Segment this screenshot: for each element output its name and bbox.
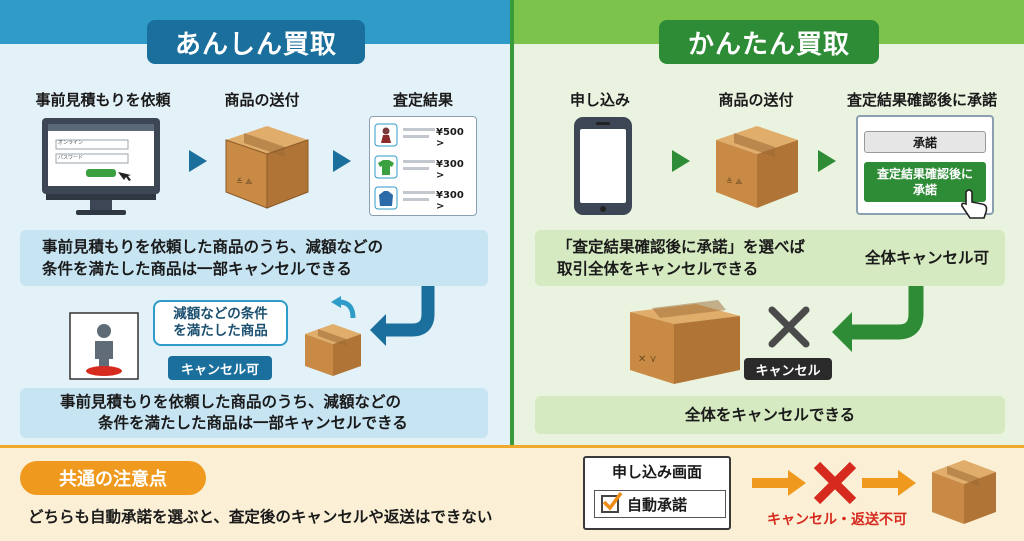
step-arrow-icon — [818, 150, 836, 172]
step-arrow-icon — [672, 150, 690, 172]
full-cancel-label: 全体キャンセル可 — [864, 249, 989, 267]
result-row: ¥300 > — [373, 185, 473, 212]
full-cancel-note: 「査定結果確認後に承諾」を選べば 取引全体をキャンセルできる 全体キャンセル可 — [535, 230, 1005, 286]
note-line: 条件を満たした商品は一部キャンセルできる — [42, 260, 352, 278]
partial-cancel-note: 事前見積もりを依頼した商品のうち、減額などの 条件を満たした商品は一部キャンセル… — [20, 230, 488, 286]
step-label-ship: 商品の送付 — [224, 91, 300, 109]
step-label-result: 査定結果 — [392, 91, 453, 109]
panel-divider — [510, 0, 514, 445]
step-arrow-icon — [333, 150, 351, 172]
step-label-ship: 商品の送付 — [718, 91, 794, 109]
result-price: ¥500 > — [436, 127, 464, 149]
note-line: 条件を満たした商品は一部キャンセルできる — [98, 414, 408, 432]
svg-text:✕ ⋎: ✕ ⋎ — [638, 354, 657, 365]
auto-accept-checkbox[interactable]: 自動承諾 — [594, 490, 726, 518]
note-line: 事前見積もりを依頼した商品のうち、減額などの — [60, 393, 402, 411]
cancel-ok-badge: キャンセル可 — [168, 356, 272, 380]
no-cancel-label: キャンセル・返送不可 — [767, 512, 907, 528]
svg-text:≚ ⟁: ≚ ⟁ — [726, 177, 742, 186]
svg-text:≚ ⟁: ≚ ⟁ — [236, 177, 252, 186]
bubble-line: を満たした商品 — [173, 323, 268, 339]
checkbox-label: 自動承諾 — [627, 495, 688, 514]
common-caution-text: どちらも自動承諾を選ぶと、査定後のキャンセルや返送はできない — [28, 508, 493, 526]
step-arrow-icon — [189, 150, 207, 172]
note-line: 取引全体をキャンセルできる — [557, 260, 759, 278]
form-field-2-text: パスワード — [58, 155, 84, 161]
button-line: 承諾 — [912, 183, 937, 197]
result-row: ¥300 > — [373, 154, 473, 181]
step-label-estimate: 事前見積もりを依頼 — [35, 91, 171, 109]
result-price: ¥300 > — [436, 190, 464, 212]
checkbox-checked-icon — [601, 491, 623, 513]
partial-cancel-note-2: 事前見積もりを依頼した商品のうち、減額などの 条件を満たした商品は一部キャンセル… — [20, 388, 488, 438]
button-line: 査定結果確認後に — [876, 167, 973, 181]
bubble-line: 減額などの条件 — [173, 306, 268, 322]
step-label-accept: 査定結果確認後に承諾 — [846, 91, 997, 109]
condition-bubble: 減額などの条件 を満たした商品 — [153, 300, 288, 346]
note-line: 全体をキャンセルできる — [684, 406, 856, 424]
kantan-title: かんたん買取 — [659, 20, 879, 64]
result-price: ¥300 > — [436, 159, 464, 181]
note-line: 事前見積もりを依頼した商品のうち、減額などの — [42, 238, 384, 256]
form-field-1-text: オンライン — [58, 140, 84, 146]
cancel-badge: キャンセル — [744, 358, 832, 380]
common-caution-tag: 共通の注意点 — [20, 461, 206, 495]
note-line: 「査定結果確認後に承諾」を選べば — [557, 238, 806, 256]
full-cancel-result: 全体をキャンセルできる — [535, 396, 1005, 434]
accept-button[interactable]: 承諾 — [864, 131, 986, 153]
result-row: ¥500 > — [373, 122, 473, 149]
step-label-apply: 申し込み — [569, 91, 630, 109]
application-screen-title: 申し込み画面 — [611, 463, 702, 481]
anshin-title: あんしん買取 — [147, 20, 365, 64]
